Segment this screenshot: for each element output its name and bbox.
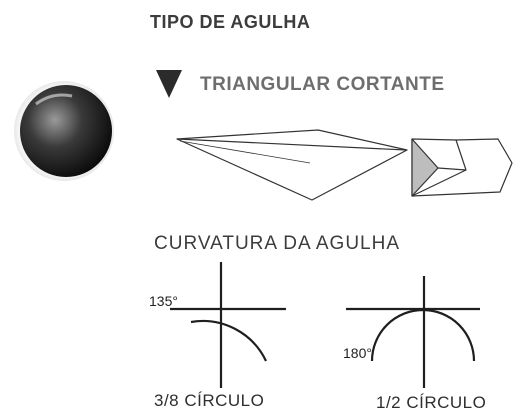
needle-type-heading: TIPO DE AGULHA [150, 12, 311, 32]
angle-label-180: 180° [343, 345, 372, 361]
caption-1-2-circle: 1/2 CÍRCULO [376, 393, 487, 412]
needle-cross-section-icon [14, 81, 114, 181]
angle-label-135: 135° [149, 293, 178, 309]
caption-3-8-circle: 3/8 CÍRCULO [154, 391, 265, 410]
curvature-diagram-3-8 [170, 262, 286, 388]
needle-type-label: TRIANGULAR CORTANTE [200, 74, 445, 95]
down-triangle-icon [156, 70, 182, 98]
curvature-heading: CURVATURA DA AGULHA [154, 233, 401, 254]
needle-triangular-section [411, 138, 513, 197]
needle-tip-side-view [176, 129, 408, 201]
curvature-diagram-1-2 [346, 276, 480, 388]
